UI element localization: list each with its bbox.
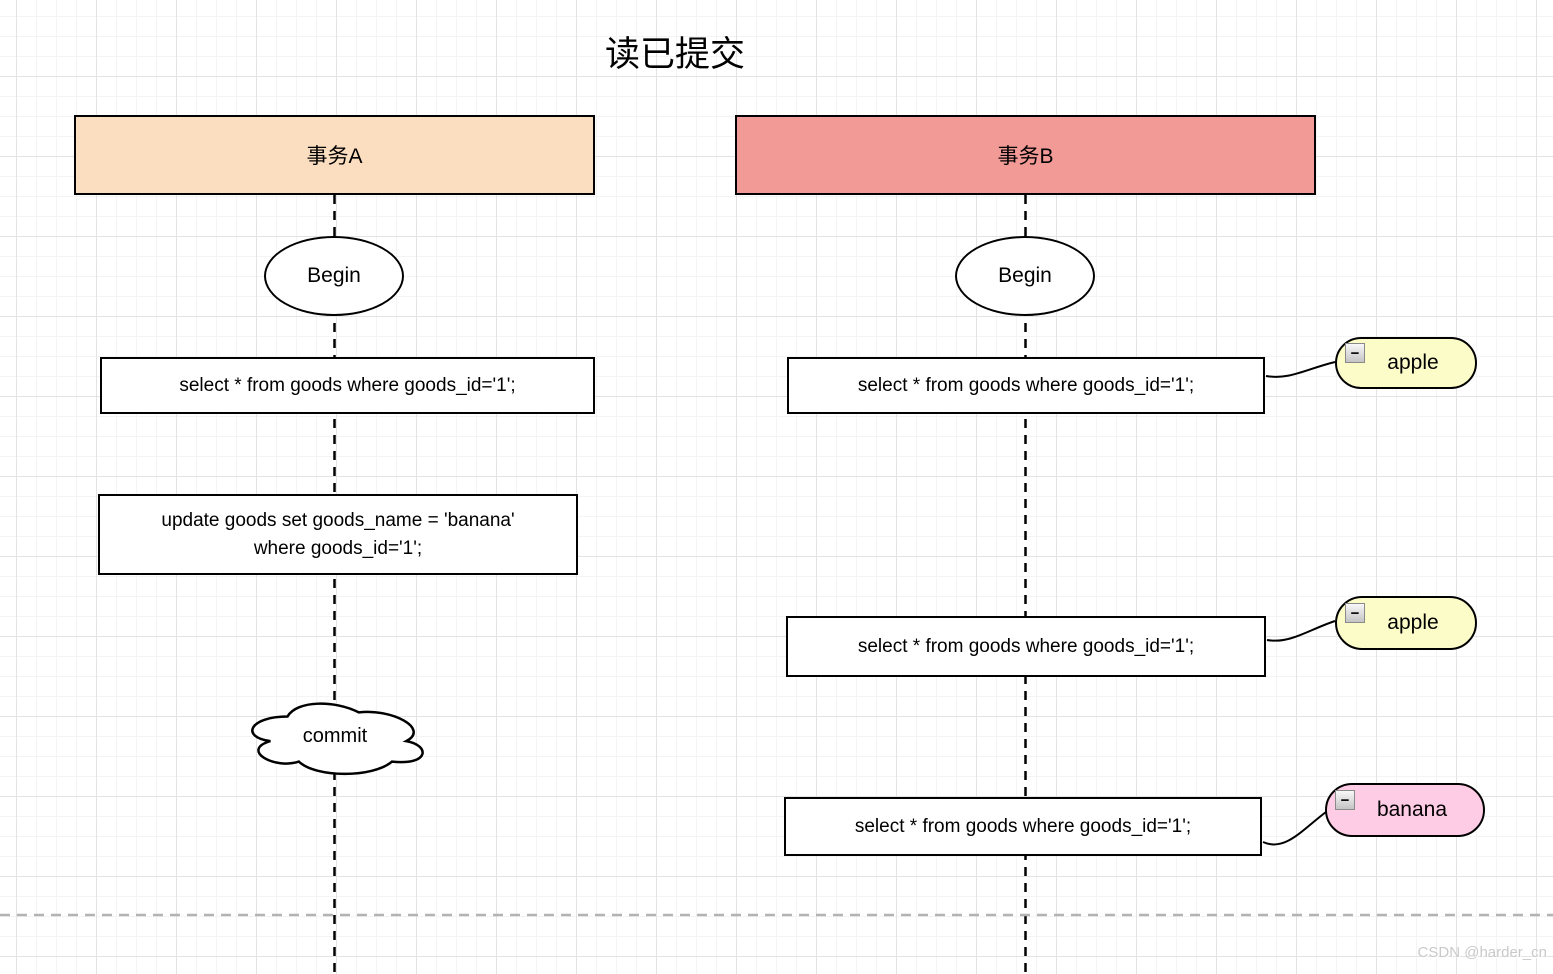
collapse-icon[interactable]: − — [1345, 603, 1365, 623]
begin-node-b: Begin — [955, 236, 1095, 316]
callout-banana: banana — [1325, 783, 1485, 837]
select-node-b1: select * from goods where goods_id='1'; — [787, 357, 1265, 414]
update-node-a-text: update goods set goods_name = 'banana' w… — [161, 507, 514, 563]
transaction-b-header: 事务B — [735, 115, 1316, 195]
update-line-1: update goods set goods_name = 'banana' — [161, 509, 515, 531]
callout-apple-2: apple — [1335, 596, 1477, 650]
select-node-b2: select * from goods where goods_id='1'; — [786, 616, 1266, 677]
diagram-title: 读已提交 — [604, 35, 745, 74]
select-node-b3: select * from goods where goods_id='1'; — [784, 797, 1262, 856]
update-node-a: update goods set goods_name = 'banana' w… — [98, 494, 578, 575]
begin-node-a: Begin — [264, 236, 404, 316]
commit-label: commit — [302, 725, 368, 747]
collapse-icon[interactable]: − — [1335, 790, 1355, 810]
watermark: CSDN @harder_cn — [1417, 944, 1547, 961]
select-node-a1: select * from goods where goods_id='1'; — [100, 357, 595, 414]
transaction-a-header: 事务A — [74, 115, 595, 195]
update-line-2: where goods_id='1'; — [253, 537, 423, 559]
collapse-icon[interactable]: − — [1345, 343, 1365, 363]
